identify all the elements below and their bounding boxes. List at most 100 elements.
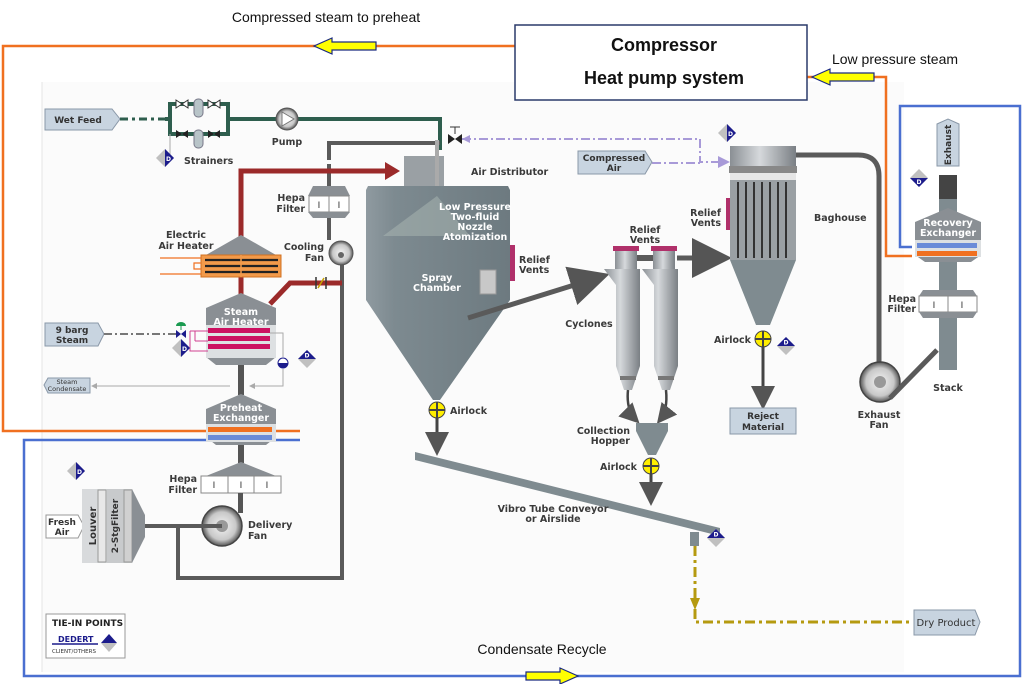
dedert-tie-in-badge-icon: D [67,462,85,480]
legend-other: CLIENT/OTHERS [52,649,96,655]
tie-in-legend: TIE-IN POINTS DEDERT CLIENT/OTHERS [45,613,126,659]
dry-product-line [693,546,912,624]
svg-text:D: D [917,179,922,186]
dry-product-output[interactable]: Dry Product [913,609,981,636]
compressor-title: Compressor [611,35,717,55]
compressed-air-input[interactable]: Compressed Air [577,150,653,175]
svg-text:Fan: Fan [869,420,888,431]
svg-text:Delivery: Delivery [248,520,293,531]
svg-text:Relief: Relief [630,225,662,236]
svg-text:D: D [784,340,789,347]
compressor-heat-pump-box[interactable]: Compressor Heat pump system [514,24,808,101]
svg-text:Filter: Filter [887,304,916,315]
svg-text:Stack: Stack [933,383,963,394]
airlock-chamber-icon[interactable] [428,401,446,419]
svg-text:I: I [338,201,341,211]
svg-text:I: I [933,301,936,311]
damper-icon[interactable] [315,277,327,289]
collection-hopper [636,423,668,455]
steam-air-heater [189,293,284,365]
svg-text:Baghouse: Baghouse [814,213,867,224]
steam-9barg-input[interactable]: 9 barg Steam [44,322,105,347]
hepa-filter-cooling: I I [308,186,350,218]
dedert-tie-in-badge-icon: D [707,529,725,547]
svg-text:Filter: Filter [168,485,197,496]
relief-vent-chamber [510,245,515,281]
steam-condensate-output[interactable]: Steam Condensate [43,377,91,394]
legend-title: TIE-IN POINTS [52,619,123,629]
svg-text:Recovery: Recovery [923,218,973,229]
svg-text:Fan: Fan [305,253,324,264]
compressed-steam-label: Compressed steam to preheat [232,9,420,25]
dedert-tie-in-badge-icon: D [172,339,190,357]
svg-text:Preheat: Preheat [220,403,263,414]
hot-air-line [238,168,390,306]
svg-text:Cooling: Cooling [284,242,324,253]
svg-text:Hopper: Hopper [591,436,631,447]
reject-material-output[interactable]: Reject Material [729,407,797,435]
cyclones [604,246,678,390]
svg-text:Vents: Vents [630,235,661,246]
exhaust-fan-icon[interactable] [859,361,901,403]
svg-text:Hepa: Hepa [169,474,197,485]
svg-text:D: D [77,469,82,476]
svg-text:D: D [166,156,171,163]
svg-text:Compressed: Compressed [583,154,645,164]
two-stage-filter: 2-StgFilter [107,489,145,563]
arrow-left-icon [312,37,377,55]
airlock-hopper-icon[interactable] [642,457,660,475]
pump-icon[interactable] [275,107,299,131]
svg-text:D: D [305,353,310,360]
control-valve-icon[interactable] [176,322,186,338]
spray-chamber [366,186,510,400]
svg-text:Steam: Steam [57,378,78,386]
dedert-badge-icon [101,634,117,643]
svg-text:Filter: Filter [276,204,305,215]
valve-icon[interactable] [448,134,462,144]
svg-text:Airlock: Airlock [450,406,488,417]
svg-text:Hepa: Hepa [888,294,916,305]
svg-text:Relief: Relief [690,208,722,219]
dedert-tie-in-badge-icon: D [910,169,928,187]
svg-text:Airlock: Airlock [600,462,638,473]
svg-text:Reject: Reject [747,412,780,422]
recovery-exchanger [915,208,981,262]
svg-text:Steam: Steam [56,336,88,346]
vibro-tube-conveyor [415,452,720,546]
dedert-tie-in-badge-icon: D [156,149,174,167]
svg-text:Hepa: Hepa [277,193,305,204]
svg-text:Low Pressure: Low Pressure [439,202,511,213]
condensate-recycle-line [22,104,1022,678]
dedert-tie-in-badge-icon: D [298,350,316,368]
svg-text:Air: Air [607,164,622,174]
svg-text:Fan: Fan [248,531,267,542]
arrow-left-icon [810,68,875,86]
svg-text:Fresh: Fresh [48,518,76,528]
svg-text:Nozzle: Nozzle [457,222,492,233]
exhaust-output[interactable]: Exhaust [936,118,960,167]
wet-feed-input[interactable]: Wet Feed [44,108,121,131]
steam-trap-icon[interactable] [277,357,289,369]
arrow-right-icon [525,667,580,685]
exhaust-duct [796,152,882,380]
svg-text:Airlock: Airlock [714,335,752,346]
svg-text:Two-fluid: Two-fluid [451,212,500,223]
condensate-recycle-label: Condensate Recycle [477,641,606,657]
strainers [175,98,221,149]
fresh-air-input[interactable]: Fresh Air [45,514,85,539]
svg-text:Material: Material [742,423,784,433]
airlock-baghouse-icon[interactable] [754,330,772,348]
chamber-outlet-duct [467,266,610,321]
svg-text:I: I [266,481,269,491]
cooling-fan-icon[interactable] [328,240,354,266]
dedert-tie-in-badge-icon: D [777,337,795,355]
svg-text:I: I [240,481,243,491]
heat-pump-title: Heat pump system [584,68,744,88]
svg-text:Steam: Steam [224,307,258,318]
svg-text:I: I [961,301,964,311]
svg-text:Air Heater: Air Heater [213,317,268,328]
svg-text:D: D [714,532,719,539]
low-pressure-steam-label: Low pressure steam [832,51,958,67]
